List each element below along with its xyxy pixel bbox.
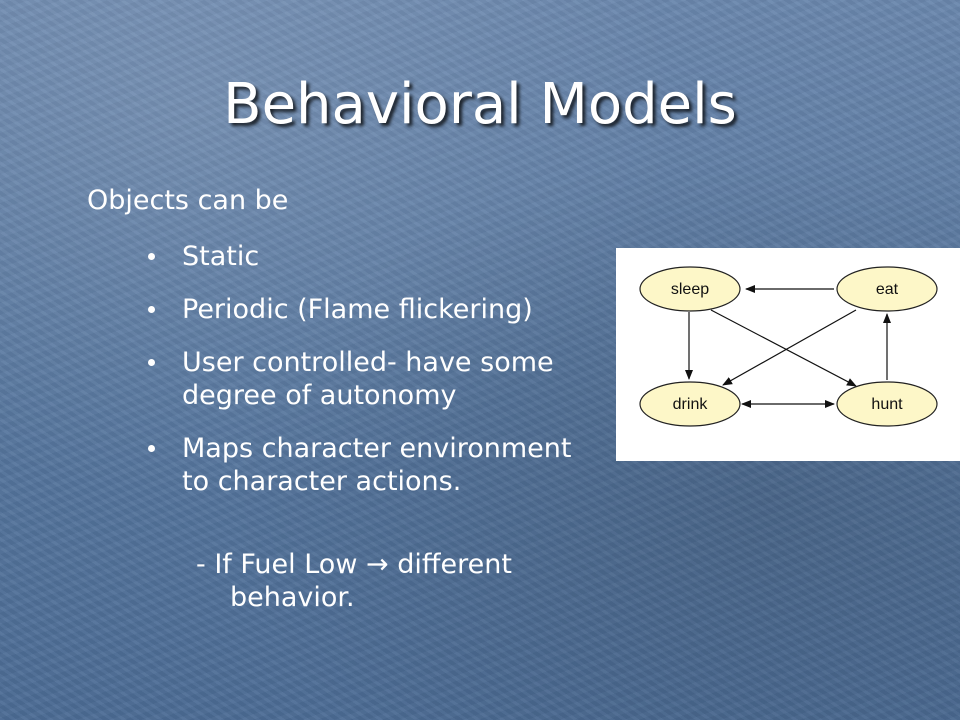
list-item: Maps character environment to character …: [148, 432, 608, 498]
node-label-eat: eat: [876, 281, 899, 298]
bullet-text: User controlled- have some: [182, 347, 554, 378]
sub-note: - If Fuel Low → different behavior.: [196, 548, 596, 614]
node-label-hunt: hunt: [871, 396, 903, 413]
right-arrow-icon: →: [366, 549, 389, 580]
bullet-text-continued: degree of autonomy: [182, 380, 457, 411]
list-item: User controlled- have some degree of aut…: [148, 346, 608, 412]
bullet-text: Static: [182, 241, 260, 272]
node-drink: drink: [639, 381, 741, 427]
sub-note-suffix: different: [397, 549, 512, 580]
bullet-text-continued: to character actions.: [182, 466, 462, 497]
state-diagram-canvas: sleep eat drink hunt: [639, 266, 938, 427]
bullet-icon: [148, 306, 155, 313]
intro-text: Objects can be: [87, 185, 289, 216]
sub-note-prefix: - If Fuel Low: [196, 549, 358, 580]
edge-sleep-to-hunt: [710, 309, 857, 387]
list-item: Static: [148, 240, 608, 273]
bullet-icon: [148, 359, 155, 366]
node-eat: eat: [836, 266, 938, 312]
bullet-text: Maps character environment: [182, 433, 572, 464]
bullet-list: Static Periodic (Flame flickering) User …: [148, 240, 608, 518]
node-label-drink: drink: [673, 396, 709, 413]
state-diagram: sleep eat drink hunt: [616, 248, 960, 461]
node-sleep: sleep: [639, 266, 741, 312]
slide-title: Behavioral Models: [223, 72, 737, 137]
node-label-sleep: sleep: [671, 281, 709, 298]
edge-eat-to-drink: [722, 309, 857, 386]
bullet-text: Periodic (Flame flickering): [182, 294, 533, 325]
node-hunt: hunt: [836, 381, 938, 427]
bullet-icon: [148, 445, 155, 452]
bullet-icon: [148, 253, 155, 260]
list-item: Periodic (Flame flickering): [148, 293, 608, 326]
sub-note-continued: behavior.: [230, 582, 355, 613]
